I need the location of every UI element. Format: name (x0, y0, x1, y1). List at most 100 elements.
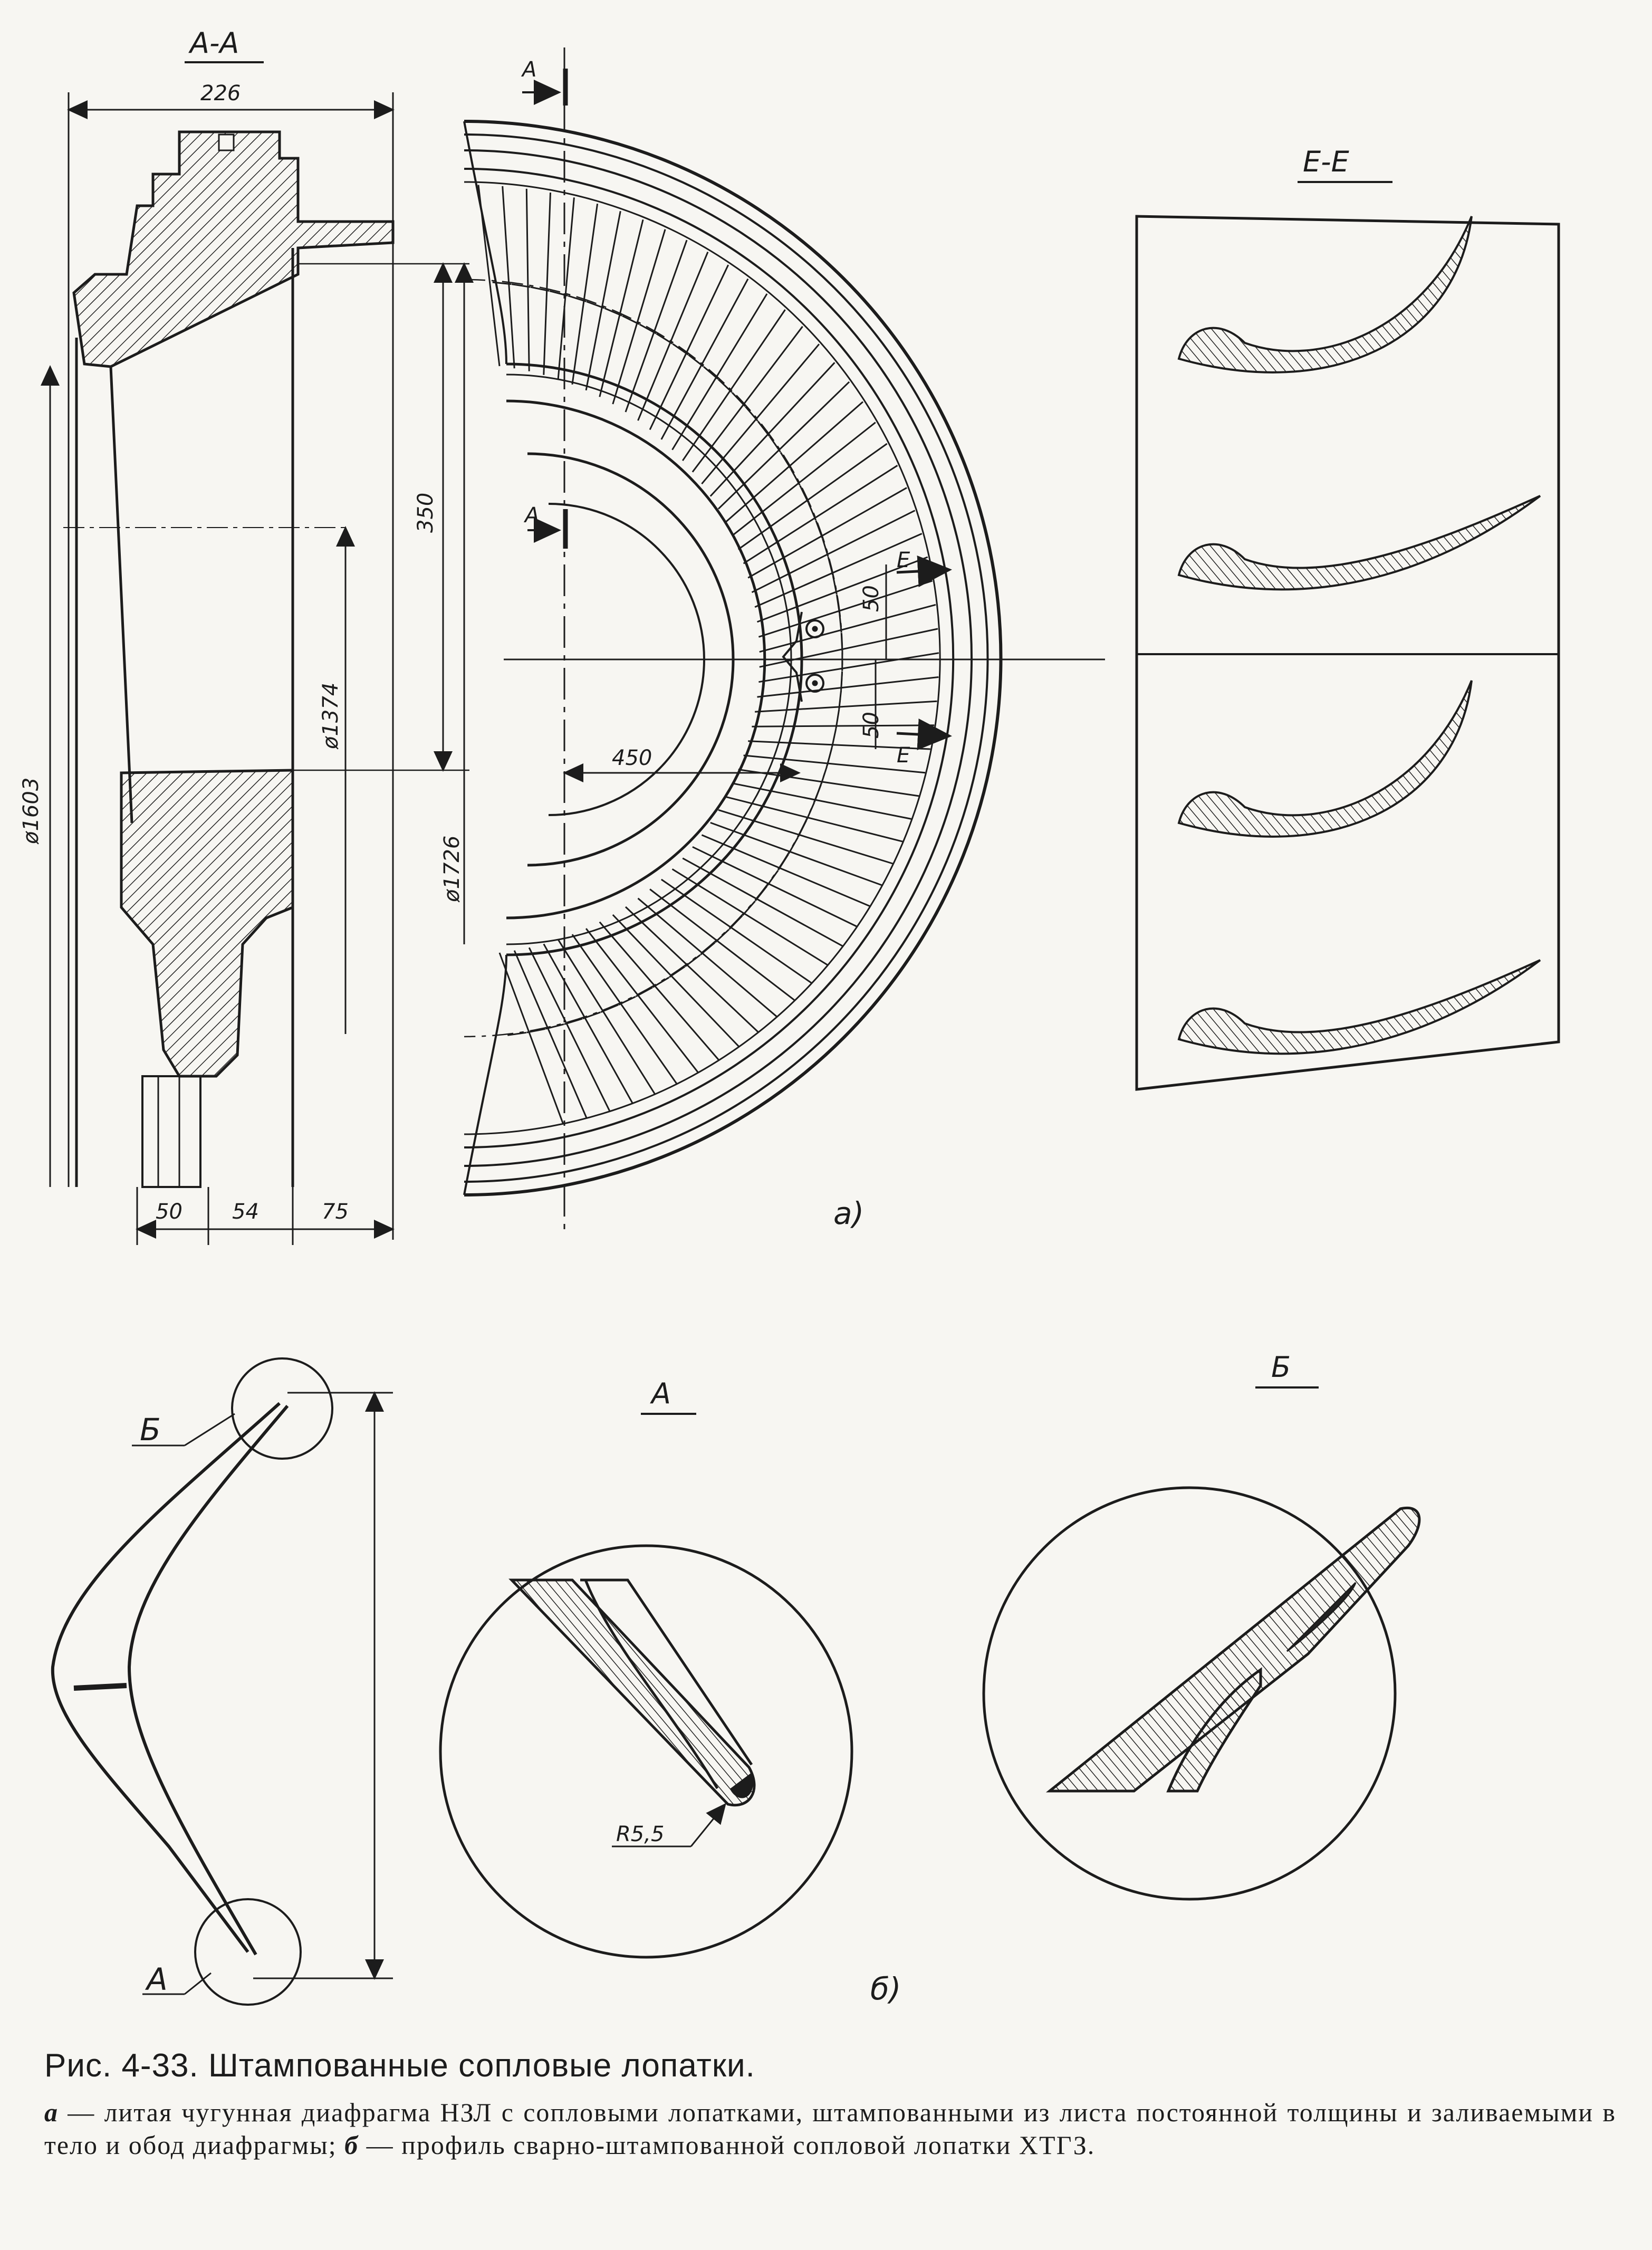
nozzle-blade-line (710, 821, 882, 886)
nozzle-blade-line (599, 219, 644, 397)
diaphragm-view (463, 47, 1105, 1229)
nozzle-blade-line (701, 343, 820, 485)
section-ee-blade-profile (1177, 959, 1541, 1055)
nozzle-blade-line (752, 724, 935, 727)
caption-body: а — литая чугунная диафрагма НЗЛ с сопло… (44, 2096, 1616, 2161)
dim-50-bottom: 50 (156, 1200, 183, 1224)
nozzle-blade-line (649, 888, 795, 1001)
nozzle-blade-line (660, 878, 812, 984)
figure-caption: Рис. 4-33. Штампованные сопловые лопатки… (44, 2047, 1616, 2161)
dim-350: 350 (414, 493, 438, 533)
nozzle-blade-line (625, 240, 688, 413)
section-mark-e-upper: Е (897, 548, 910, 572)
nozzle-blade-line (498, 952, 564, 1124)
dim-54-bottom: 54 (232, 1200, 259, 1224)
detail-a (439, 1413, 853, 1959)
caption-a-text: — литая чугунная диафрагма НЗЛ с сопловы… (44, 2098, 1616, 2160)
nozzle-blade-line (543, 943, 633, 1104)
nozzle-blade-line (751, 510, 916, 593)
nozzle-blade-line (757, 676, 939, 698)
nozzle-blade-line (571, 203, 599, 385)
nozzle-blade-line (737, 443, 888, 550)
nozzle-blade-line (681, 309, 786, 462)
technical-drawing: А-А 226 ø1603 ø1374 350 50 54 75 ø1726 (19, 26, 1560, 2007)
nozzle-blade-line (543, 192, 551, 375)
nozzle-blade-line (585, 210, 621, 391)
nozzle-blade-line (743, 754, 926, 774)
nozzle-blade-line (691, 325, 803, 473)
nozzle-blade-line (747, 487, 907, 579)
section-mark-e-lower: Е (897, 743, 910, 768)
nozzle-blade-line (637, 252, 709, 421)
nozzle-blade-line (528, 947, 611, 1112)
nozzle-blade-line (477, 185, 501, 367)
detail-b (982, 1386, 1421, 1901)
nozzle-blade-line (682, 857, 843, 947)
nozzle-blade-line (671, 293, 768, 451)
nozzle-blade-line (557, 939, 656, 1095)
nozzle-blade-tick (507, 1031, 527, 1036)
detail-b-title: Б (1271, 1351, 1291, 1384)
dim-d1726: ø1726 (440, 836, 464, 903)
nozzle-blade-line (743, 465, 898, 564)
section-ee-blade-profile (1177, 216, 1473, 374)
caption-a-letter: а (44, 2098, 59, 2127)
dim-width-226: 226 (200, 81, 241, 106)
section-aa-title: А-А (188, 26, 239, 60)
caption-title: Рис. 4-33. Штампованные сопловые лопатки… (44, 2047, 755, 2084)
dim-50-lower: 50 (859, 712, 883, 739)
nozzle-blade-line (758, 652, 939, 683)
nozzle-blade-line (625, 906, 759, 1033)
nozzle-blade-line (755, 700, 937, 713)
section-aa (41, 61, 474, 1245)
blade-profile (51, 1357, 393, 2006)
cut-mark-mid: А (523, 503, 539, 528)
nozzle-blade-line (525, 188, 530, 371)
nozzle-blade-line (585, 928, 699, 1074)
panel-label-b: б) (870, 1971, 901, 2007)
nozzle-blade-line (709, 362, 835, 497)
nozzle-blade-line (671, 868, 828, 966)
dim-d1374: ø1374 (319, 683, 343, 750)
nozzle-blade-line (756, 556, 928, 623)
section-ee-blade-profile (1177, 680, 1473, 838)
nozzle-blade-line (725, 796, 903, 842)
caption-b-text: — профиль сварно-штампованной сопловой л… (359, 2130, 1096, 2160)
nozzle-blade-line (759, 604, 936, 653)
nozzle-blade-line (571, 934, 678, 1085)
cut-mark-top: А (521, 58, 536, 82)
nozzle-blade-line (732, 782, 911, 820)
dim-450: 450 (612, 746, 652, 770)
detail-a-radius: R5,5 (616, 1822, 664, 1846)
nozzle-blade-line (754, 533, 923, 608)
section-ee (1135, 181, 1560, 1091)
caption-b-letter: б (344, 2130, 359, 2160)
panel-label-a: а) (833, 1195, 864, 1231)
nozzle-blade-line (725, 401, 863, 523)
dim-75-bottom: 75 (322, 1200, 349, 1224)
nozzle-blade-line (701, 834, 870, 907)
nozzle-blade-line (649, 264, 729, 430)
nozzle-blade-line (502, 186, 515, 369)
nozzle-blade-line (660, 278, 749, 440)
nozzle-blade-line (513, 950, 588, 1119)
nozzle-blade-line (612, 229, 666, 405)
section-ee-blade-profile (1177, 495, 1541, 591)
nozzle-blade-line (557, 197, 575, 380)
callout-a-label: А (145, 1961, 168, 1997)
dim-d1603: ø1603 (19, 778, 43, 845)
detail-a-title: А (650, 1377, 671, 1410)
callout-b-label: Б (140, 1412, 161, 1448)
nozzle-blade-line (758, 580, 933, 638)
nozzle-blade-line (692, 846, 857, 927)
section-ee-title: Е-Е (1303, 145, 1350, 178)
nozzle-blade-line (748, 740, 930, 750)
nozzle-blade-line (718, 809, 893, 865)
nozzle-blade-line (732, 422, 876, 537)
dim-50-upper: 50 (859, 585, 883, 612)
nozzle-blade-line (717, 381, 850, 510)
nozzle-blade-line (759, 628, 938, 668)
nozzle-blade-line (612, 914, 739, 1047)
nozzle-blade-line (599, 921, 720, 1061)
nozzle-blade-line (637, 897, 777, 1018)
